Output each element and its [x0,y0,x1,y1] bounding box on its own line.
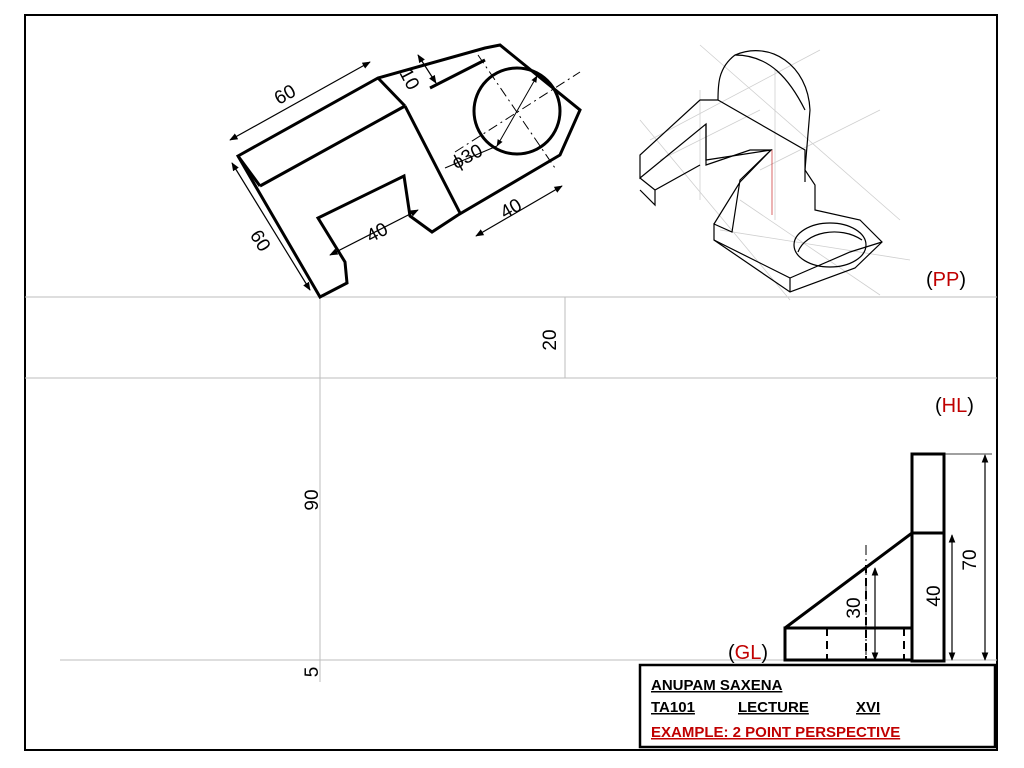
hole-dia-line [496,75,538,147]
dim-lug-40: 40 [497,195,526,224]
plan-outline [235,43,582,299]
pictorial-construction [659,109,761,161]
dim-ground-5: 5 [302,667,323,678]
title-block-frame [638,663,997,749]
pictorial-construction [719,229,911,261]
label-pp-code: PP [933,269,960,291]
plan-edge-4 [403,105,462,214]
pictorial-construction [699,44,901,221]
plan-hole-circle [472,66,562,156]
title-author: ANUPAM SAXENA [651,677,783,694]
elevation-view: 70 40 30 [783,452,992,672]
sheet-border [24,14,998,751]
plan-edge-1 [236,155,262,187]
pictorial-construction [759,109,881,171]
label-horizon-line: (HL) [935,395,974,417]
label-hl-code: HL [942,395,968,417]
pictorial-upright-face [717,54,806,182]
dim-inner-40: 40 [363,219,392,247]
construction-lines [25,296,997,682]
dim-top-60: 60 [271,81,300,110]
title-course: TA101 [651,699,695,716]
label-ground-line: (GL) [728,642,768,664]
dim-line-lug-40 [475,185,563,237]
plan-view: 60 60 40 10 ϕ30 40 [229,43,582,299]
pictorial-block-top [639,164,701,207]
dim-height-90: 90 [302,489,323,510]
dim-elev-70: 70 [960,549,981,570]
elevation-rib [784,531,944,630]
elevation-upright [910,452,946,663]
pictorial-construction [649,49,821,141]
title-example: EXAMPLE: 2 POINT PERSPECTIVE [651,724,900,741]
dim-line-top-60 [229,61,371,141]
label-gl-code: GL [735,642,762,664]
label-pp-open: ( [926,269,933,291]
title-lecture-number: XVI [856,699,880,716]
label-gl-open: ( [728,642,735,664]
title-block: ANUPAM SAXENA TA101 LECTURE XVI EXAMPLE:… [638,663,997,749]
elevation-base [783,626,914,662]
dim-left-60: 60 [245,227,274,256]
plan-edge-5 [429,58,486,90]
dim-thickness-10: 10 [395,65,423,94]
dim-elev-30: 30 [844,597,865,618]
dim-line-left-60 [231,162,311,291]
dim-hole-phi30: ϕ30 [448,140,486,173]
plan-edge-3 [376,76,407,108]
pictorial-hole [793,222,867,268]
dim-gap-20: 20 [540,329,561,350]
dim-line-inner-40 [329,209,419,256]
pictorial-hole-inner [797,231,863,253]
label-picture-plane: (PP) [926,269,966,291]
label-hl-close: ) [967,395,974,417]
label-gl-close: ) [761,642,768,664]
pictorial-view [639,44,911,301]
dim-line-thickness-10 [417,54,437,84]
hole-leader [444,145,498,169]
dim-elev-40: 40 [924,585,945,606]
plan-edge-2 [259,104,406,188]
label-hl-open: ( [935,395,942,417]
pictorial-lug [713,239,883,292]
title-lecture: LECTURE [738,699,809,716]
pictorial-outline [639,50,883,293]
label-pp-close: ) [959,269,966,291]
pictorial-slot [705,124,773,225]
pictorial-construction [739,199,881,296]
pictorial-construction [639,119,791,301]
